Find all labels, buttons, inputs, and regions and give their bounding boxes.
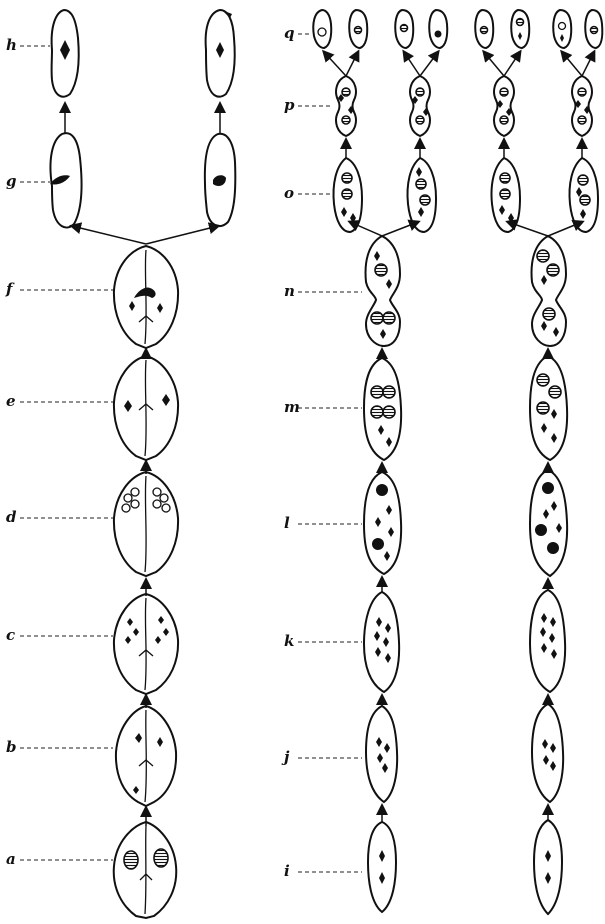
conjugating-pair-a — [114, 822, 177, 918]
exconjugant-g-left — [50, 133, 82, 227]
cell-i-right — [534, 820, 562, 914]
svg-text:a: a — [6, 850, 16, 868]
cell-q-8 — [585, 10, 602, 48]
svg-text:h: h — [6, 36, 17, 54]
cell-o-left-a — [334, 158, 363, 232]
stage-label-g: g — [6, 172, 50, 190]
stage-label-c: c — [6, 626, 113, 644]
svg-text:k: k — [284, 632, 294, 650]
cell-j-right — [532, 704, 563, 802]
cell-o-right-a — [492, 158, 521, 232]
stage-label-m: m — [284, 398, 362, 416]
stage-label-h: h — [6, 36, 50, 54]
svg-text:q: q — [284, 24, 295, 42]
stage-label-e: e — [6, 392, 113, 410]
cell-l-right — [530, 470, 567, 576]
cell-p-left-a — [336, 76, 356, 136]
cell-n-right — [532, 236, 566, 346]
cell-n-left — [366, 236, 400, 346]
svg-text:g: g — [6, 172, 17, 190]
svg-text:i: i — [284, 862, 290, 880]
cell-m-left — [364, 358, 401, 460]
cell-i-left — [368, 822, 396, 912]
svg-text:o: o — [284, 184, 294, 202]
cell-p-right-b — [572, 76, 592, 136]
svg-text:l: l — [284, 514, 290, 532]
cell-q-5 — [475, 10, 493, 48]
cell-q-3 — [395, 10, 413, 48]
svg-text:j: j — [281, 748, 290, 766]
cell-q-1 — [313, 10, 331, 48]
cell-j-left — [366, 706, 397, 802]
stage-label-l: l — [284, 514, 362, 532]
svg-text:n: n — [284, 282, 295, 300]
svg-text:f: f — [5, 280, 15, 298]
cell-q-7 — [553, 10, 571, 48]
conjugating-pair-f — [114, 246, 178, 348]
cell-q-2 — [349, 10, 367, 48]
cell-p-right-a — [494, 76, 514, 136]
cell-m-right — [530, 356, 567, 460]
stage-label-o: o — [284, 184, 332, 202]
stage-label-q: q — [284, 24, 310, 42]
cell-k-right — [530, 590, 565, 692]
stage-label-n: n — [284, 282, 362, 300]
stage-label-d: d — [6, 508, 113, 526]
svg-text:c: c — [6, 626, 15, 644]
cell-q-4 — [429, 10, 447, 48]
stage-label-a: a — [6, 850, 113, 868]
svg-text:m: m — [284, 398, 300, 416]
exconjugant-h-right — [206, 10, 235, 97]
stage-label-i: i — [284, 862, 362, 880]
svg-text:d: d — [6, 508, 17, 526]
stage-label-j: j — [281, 748, 362, 766]
conjugating-pair-d — [114, 472, 178, 576]
cell-o-left-b — [408, 158, 437, 232]
stage-label-k: k — [284, 632, 362, 650]
svg-text:p: p — [284, 96, 295, 114]
svg-text:e: e — [6, 392, 16, 410]
svg-text:b: b — [6, 738, 17, 756]
cell-o-right-b — [570, 158, 599, 232]
cell-p-left-b — [410, 76, 430, 136]
cell-l-left — [364, 472, 401, 574]
conjugating-pair-b — [116, 706, 176, 806]
exconjugant-g-right — [205, 134, 235, 226]
conjugating-pair-c — [114, 594, 178, 694]
stage-label-p: p — [284, 96, 332, 114]
exconjugant-h-left — [52, 10, 79, 97]
stage-label-f: f — [5, 280, 113, 298]
stage-label-b: b — [6, 738, 113, 756]
cell-q-6 — [511, 10, 529, 48]
cell-k-left — [364, 592, 399, 692]
conjugating-pair-e — [114, 356, 178, 460]
